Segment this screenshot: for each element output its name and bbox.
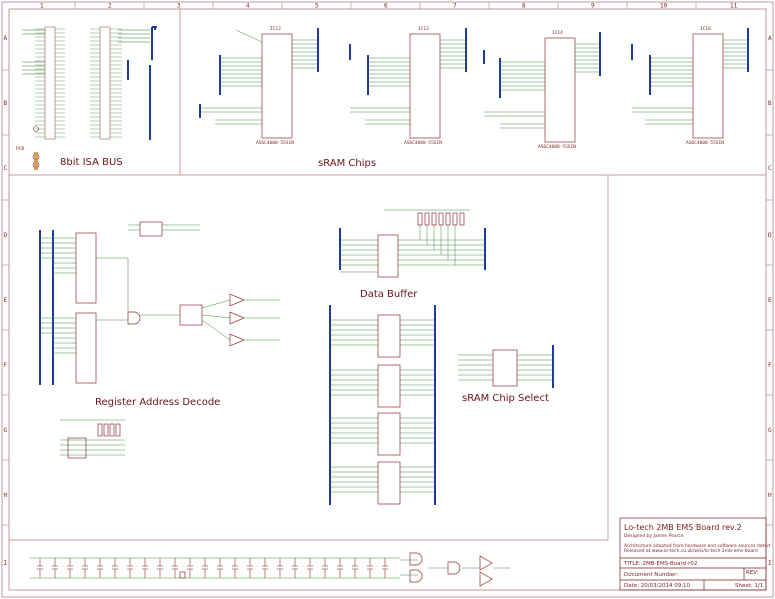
- sram-chips-title: sRAM Chips: [318, 158, 376, 169]
- isa-bus-title: 8bit ISA BUS: [60, 157, 123, 168]
- column-label: 10: [660, 3, 668, 10]
- isa-bus-connector: PCB: [16, 26, 157, 170]
- decoupling-capacitor: [322, 558, 328, 578]
- document-number-label: Document Number:: [624, 572, 678, 578]
- data-buffer-circuit: [339, 209, 486, 278]
- decoupling-capacitor: [292, 558, 298, 578]
- row-label: H: [768, 492, 772, 499]
- board-title: Lo-tech 2MB EMS Board rev.2: [624, 523, 742, 532]
- column-label: 7: [453, 3, 457, 10]
- decoupling-capacitor: [82, 558, 88, 578]
- sram-chip-part: AS6C4008-55SIN: [538, 144, 576, 150]
- decoupling-capacitor: [307, 558, 313, 578]
- decoupling-capacitor: [97, 558, 103, 578]
- chip-select-title: sRAM Chip Select: [462, 393, 549, 404]
- decoupling-capacitor: [382, 558, 388, 578]
- row-label: G: [768, 427, 772, 434]
- sram-chip-c: IC14 AS6C4008-55SIN: [483, 30, 601, 150]
- decoupling-capacitor: [157, 558, 163, 578]
- sram-chip-a: IC13 AS6C4008-55SIN: [199, 26, 319, 146]
- row-label: A: [768, 35, 772, 42]
- row-label: E: [4, 297, 8, 304]
- designer-line: Designed by James Pearce: [624, 533, 684, 539]
- chip-select-circuit: [329, 305, 554, 505]
- sram-chip-ref: IC16: [700, 26, 711, 32]
- decoupling-capacitor: [352, 558, 358, 578]
- row-label: D: [768, 232, 772, 239]
- register-decode-circuit: [39, 221, 280, 459]
- decoupling-capacitor: [202, 558, 208, 578]
- title-block: Lo-tech 2MB EMS Board rev.2 Designed by …: [619, 517, 770, 591]
- decoupling-capacitor: [67, 558, 73, 578]
- decoupling-capacitor: [367, 558, 373, 578]
- decoupling-capacitor: [142, 558, 148, 578]
- data-buffer-title: Data Buffer: [360, 289, 418, 300]
- sheet-label: Sheet: 1/1: [735, 583, 763, 589]
- row-label: F: [768, 362, 772, 369]
- decoupling-capacitor: [52, 558, 58, 578]
- decoupling-capacitor: [262, 558, 268, 578]
- decoupling-capacitor: [112, 558, 118, 578]
- row-label: G: [4, 427, 8, 434]
- column-label: 9: [591, 3, 595, 10]
- register-decode-title: Register Address Decode: [95, 397, 220, 408]
- date-label: Date: 20/03/2014 09:10: [624, 583, 691, 589]
- column-label: 11: [730, 3, 738, 10]
- sram-chip-part: AS6C4008-55SIN: [404, 140, 442, 146]
- decoupling-capacitor: [127, 558, 133, 578]
- sram-chip-ref: IC13: [418, 26, 429, 32]
- decoupling-capacitor: [172, 558, 178, 578]
- decoupling-capacitor: [232, 558, 238, 578]
- section-dividers: [9, 9, 766, 541]
- column-label: 5: [315, 3, 319, 10]
- row-label: C: [4, 165, 8, 172]
- decoupling-capacitor: [247, 558, 253, 578]
- row-label: B: [768, 100, 772, 107]
- column-label: 6: [384, 3, 388, 10]
- file-title: TITLE: 2MB-EMS-Board-r02: [623, 561, 697, 567]
- column-label: 2: [108, 3, 112, 10]
- row-label: A: [4, 35, 8, 42]
- row-label: D: [4, 232, 8, 239]
- decoupling-capacitor: [187, 558, 193, 578]
- sram-chip-ref: IC13: [270, 26, 281, 32]
- isa-bus-ref: PCB: [16, 146, 24, 152]
- column-label: 1: [40, 3, 44, 10]
- row-label: E: [768, 297, 772, 304]
- row-label: H: [4, 492, 8, 499]
- column-label: 4: [246, 3, 250, 10]
- column-markers: [74, 2, 697, 9]
- row-label: I: [768, 560, 772, 567]
- decoupling-capacitor: [37, 558, 43, 578]
- column-label: 3: [177, 3, 181, 10]
- sram-chip-b: IC13 AS6C4008-55SIN: [349, 26, 467, 146]
- sram-chip-ref: IC14: [552, 30, 563, 36]
- sram-chip-part: AS6C4008-55SIN: [256, 140, 294, 146]
- sram-chip-d: IC16 AS6C4008-55SIN: [631, 26, 749, 146]
- row-label: I: [4, 560, 8, 567]
- row-markers: [2, 69, 773, 526]
- row-label: C: [768, 165, 772, 172]
- row-label: B: [4, 100, 8, 107]
- license-line-2: Released at www.lo-tech.co.uk/wiki/lo-te…: [624, 548, 758, 554]
- license-line-1: Architecture adapted from hardware and s…: [624, 543, 770, 549]
- column-label: 8: [522, 3, 526, 10]
- row-label: F: [4, 362, 8, 369]
- decoupling-row: [30, 552, 510, 587]
- decoupling-capacitor: [277, 558, 283, 578]
- decoupling-capacitor: [337, 558, 343, 578]
- decoupling-capacitor: [217, 558, 223, 578]
- revision-label: REV:: [746, 570, 759, 576]
- sram-chip-part: AS6C4008-55SIN: [686, 140, 724, 146]
